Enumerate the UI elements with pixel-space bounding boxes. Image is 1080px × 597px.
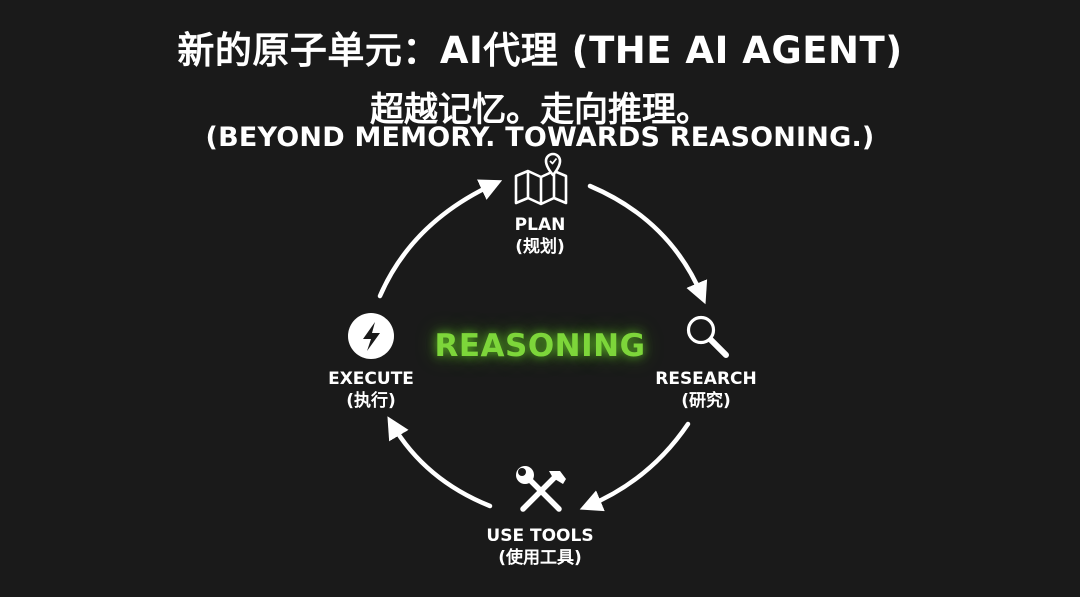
- page-title: 新的原子单元：AI代理 (THE AI AGENT): [177, 29, 903, 72]
- node-plan-sublabel: (规划): [515, 237, 565, 257]
- node-research-sublabel: (研究): [681, 391, 731, 411]
- node-use-tools: USE TOOLS (使用工具): [430, 525, 650, 569]
- arrow-research-to-tools: [579, 421, 691, 512]
- node-plan: PLAN (规划): [430, 214, 650, 258]
- node-use-tools-sublabel: (使用工具): [498, 548, 582, 568]
- page-subtitle-english: (BEYOND MEMORY. TOWARDS REASONING.): [205, 122, 875, 153]
- magnifier-icon: [686, 315, 729, 358]
- map-pin-icon: [514, 152, 568, 206]
- arrow-tools-to-execute: [387, 416, 493, 509]
- node-execute-label: EXECUTE: [328, 369, 414, 389]
- page-subtitle: 超越记忆。走向推理。: [370, 90, 710, 130]
- node-research: RESEARCH (研究): [596, 368, 816, 412]
- lightning-icon: [348, 313, 394, 359]
- node-research-label: RESEARCH: [655, 369, 757, 389]
- node-use-tools-label: USE TOOLS: [486, 526, 594, 546]
- node-plan-label: PLAN: [514, 215, 566, 235]
- node-execute-sublabel: (执行): [346, 391, 396, 411]
- tools-icon: [516, 466, 566, 512]
- node-execute: EXECUTE (执行): [261, 368, 481, 412]
- arrow-plan-to-research: [587, 183, 708, 305]
- arrow-execute-to-plan: [377, 179, 503, 299]
- center-reasoning-label: REASONING: [434, 328, 646, 364]
